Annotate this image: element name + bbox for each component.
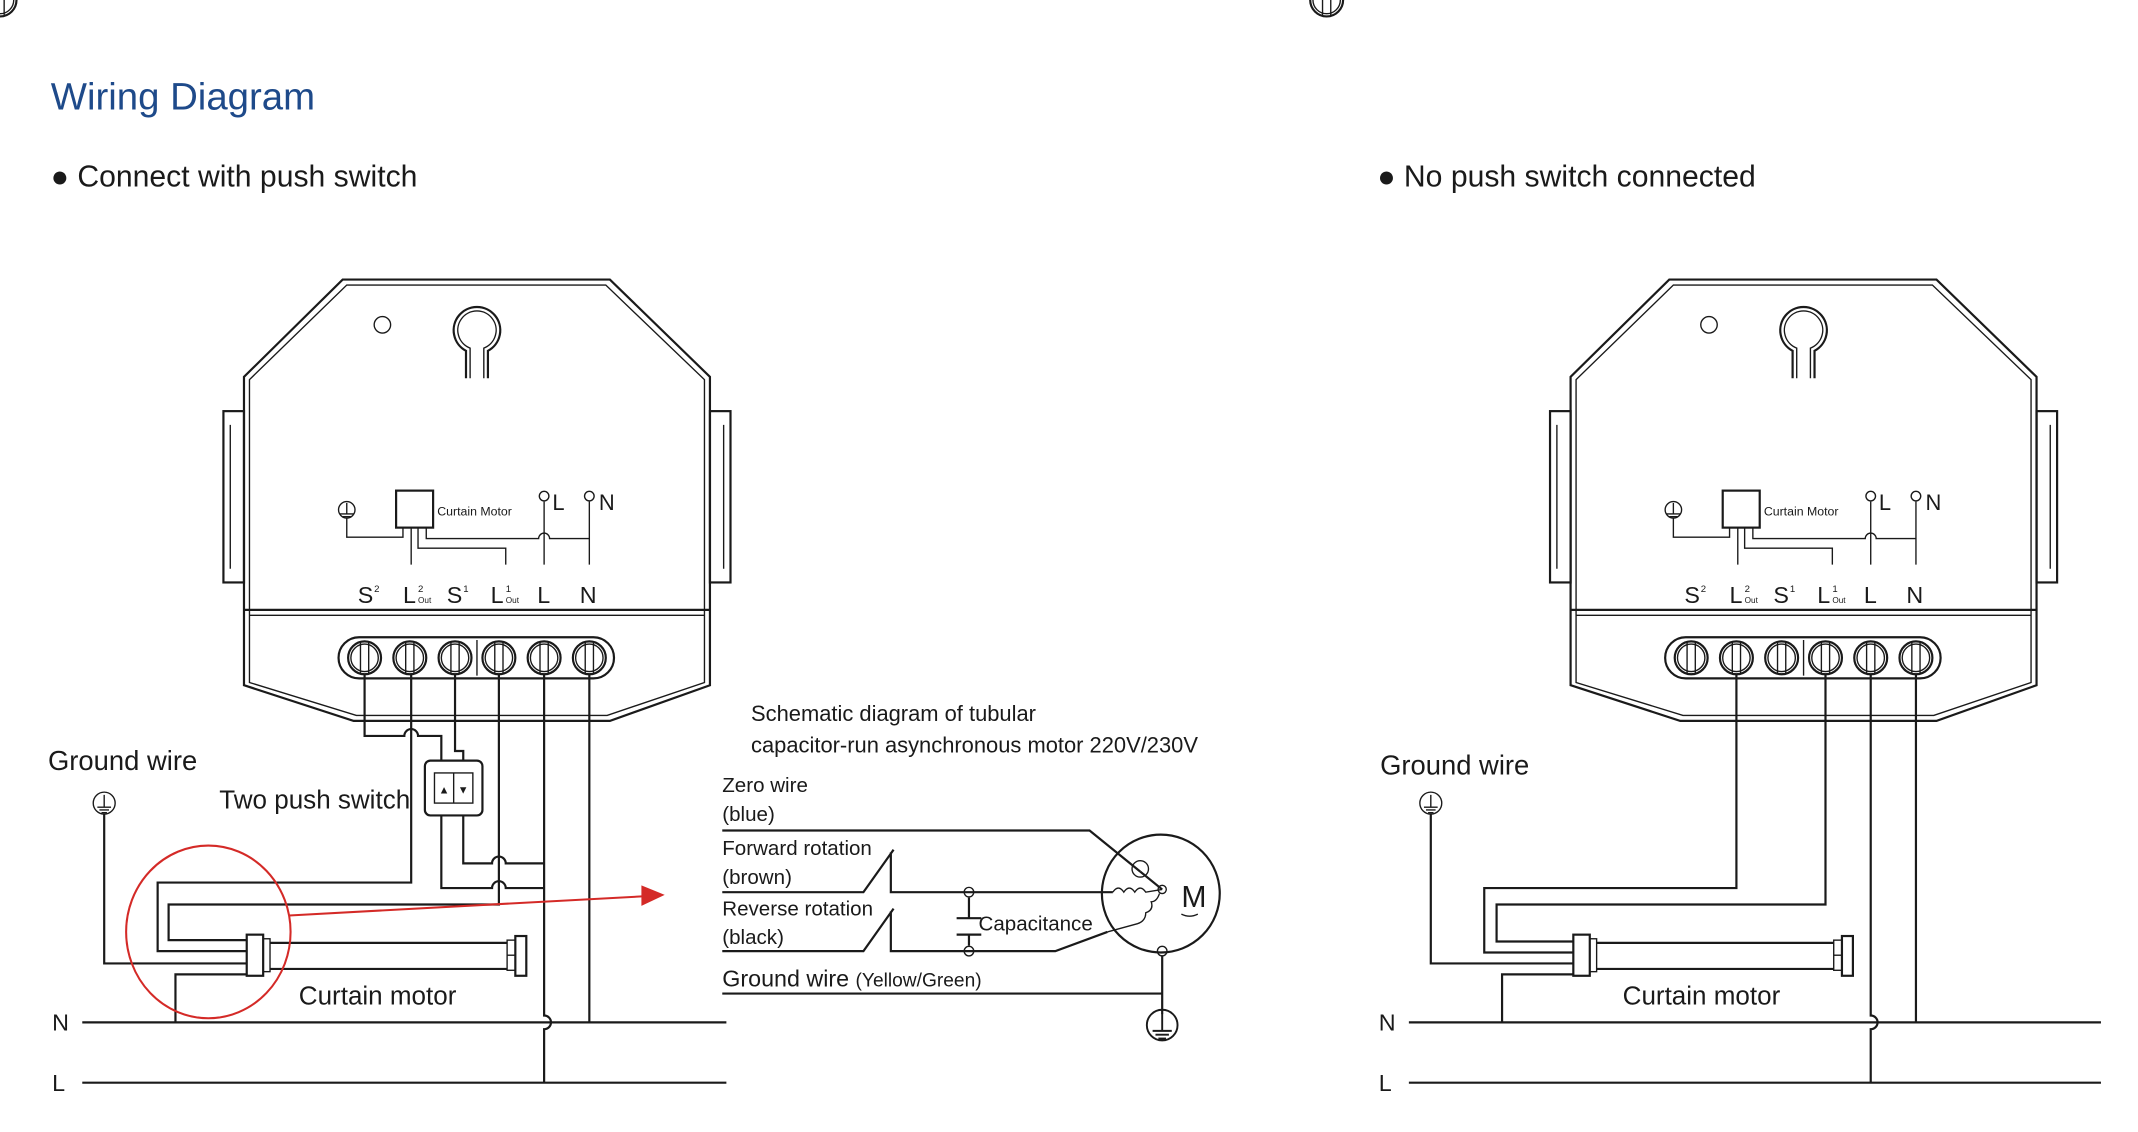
zero-wire-color: (blue) bbox=[722, 803, 775, 826]
screw-terminal-s1 bbox=[437, 640, 473, 676]
schematic-title-2: capacitor-run asynchronous motor 220V/23… bbox=[751, 732, 1198, 757]
terminal-label-sup: 1 bbox=[463, 584, 468, 595]
screw-terminal-l bbox=[1853, 640, 1889, 676]
n-line-label: N bbox=[1379, 1010, 1396, 1036]
curtain-motor-tube bbox=[245, 933, 528, 977]
coil-icon bbox=[1107, 887, 1163, 933]
screw-terminal-l1out bbox=[1807, 640, 1844, 676]
ground-wire-schematic-label: Ground wire (Yellow/Green) bbox=[722, 966, 981, 992]
terminal-label: L bbox=[403, 582, 416, 608]
forward-color: (brown) bbox=[722, 866, 792, 889]
n-line-label: N bbox=[52, 1010, 69, 1036]
module-body bbox=[1309, 0, 2059, 722]
terminal-label: N bbox=[1906, 582, 1923, 608]
terminal-label-sup: 1 bbox=[506, 584, 511, 595]
terminal-label: L bbox=[1730, 582, 1743, 608]
l-line-label: L bbox=[52, 1070, 65, 1096]
terminal-label: L bbox=[537, 582, 550, 608]
ground-icon bbox=[1145, 1008, 1179, 1042]
motor-symbol: M bbox=[1181, 881, 1206, 914]
arrow-head-icon bbox=[641, 885, 665, 906]
page-title: Wiring Diagram bbox=[51, 76, 315, 119]
screw-terminal-l bbox=[526, 640, 562, 676]
device-n-label: N bbox=[1926, 490, 1942, 515]
switch-down-icon: ▼ bbox=[458, 784, 469, 796]
switch-up-icon: ▲ bbox=[439, 784, 450, 796]
terminal-label-sup: 2 bbox=[418, 584, 423, 595]
screw-terminal-s2 bbox=[1673, 640, 1709, 676]
terminal-label-sub: Out bbox=[506, 596, 520, 605]
schematic-title-1: Schematic diagram of tubular bbox=[751, 701, 1036, 726]
terminal-label-sub: Out bbox=[418, 596, 432, 605]
push-switch bbox=[423, 759, 484, 817]
curtain-motor-label: Curtain motor bbox=[299, 981, 457, 1011]
zero-wire-label: Zero wire bbox=[722, 774, 808, 797]
device-motor-label: Curtain Motor bbox=[437, 504, 512, 518]
motor-circle bbox=[1100, 833, 1221, 954]
terminal-label-sup: 2 bbox=[1745, 584, 1750, 595]
terminal-label-sup: 1 bbox=[1790, 584, 1795, 595]
ground-wire-label: Ground wire bbox=[48, 745, 197, 776]
terminal-label: S bbox=[1773, 582, 1789, 608]
terminal-label: L bbox=[1817, 582, 1830, 608]
device-motor-label: Curtain Motor bbox=[1764, 504, 1839, 518]
terminal-label-sup: 2 bbox=[374, 584, 379, 595]
terminal-label: S bbox=[1684, 582, 1700, 608]
terminal-label: N bbox=[580, 582, 597, 608]
curtain-motor-label: Curtain motor bbox=[1623, 981, 1781, 1011]
screw-terminal-s1 bbox=[1764, 640, 1800, 676]
terminal-label-sub: Out bbox=[1832, 596, 1846, 605]
terminal-label: L bbox=[1864, 582, 1877, 608]
device-l-label: L bbox=[1879, 490, 1891, 515]
section-heading-no-switch: ● No push switch connected bbox=[1377, 160, 1755, 193]
screw-terminal-l2out bbox=[392, 640, 428, 676]
terminal-label: S bbox=[358, 582, 374, 608]
section-heading-push-switch: ● Connect with push switch bbox=[51, 160, 418, 193]
highlight-arrow bbox=[289, 895, 645, 917]
curtain-motor-tube bbox=[1572, 933, 1854, 977]
terminal-label: L bbox=[491, 582, 504, 608]
screw-terminal-n bbox=[1898, 640, 1934, 676]
terminal-label-sub: Out bbox=[1745, 596, 1759, 605]
reverse-label: Reverse rotation bbox=[722, 897, 873, 920]
reverse-color: (black) bbox=[722, 926, 784, 949]
two-push-switch-label: Two push switch bbox=[219, 785, 410, 815]
capacitor-icon bbox=[956, 897, 982, 946]
terminal-label-sup: 2 bbox=[1701, 584, 1706, 595]
screw-terminal-n bbox=[571, 640, 607, 676]
device-l-label: L bbox=[552, 490, 564, 515]
terminal-label: S bbox=[447, 582, 463, 608]
screw-terminal-l2out bbox=[1718, 640, 1754, 676]
motor-schematic: Schematic diagram of tubular capacitor-r… bbox=[722, 701, 1221, 1042]
terminal-label-sup: 1 bbox=[1832, 584, 1837, 595]
screw-terminal-l1out bbox=[481, 640, 517, 676]
ground-icon bbox=[92, 791, 116, 815]
capacitance-label: Capacitance bbox=[979, 913, 1093, 936]
ground-text: Ground wire bbox=[722, 966, 849, 992]
highlight-circle bbox=[125, 844, 292, 1020]
ground-wire-label: Ground wire bbox=[1380, 749, 1529, 780]
ground-icon bbox=[1419, 791, 1443, 815]
ground-color: (Yellow/Green) bbox=[856, 971, 982, 992]
device-n-label: N bbox=[599, 490, 615, 515]
left-wiring: ▲ ▼ Ground wire Two push switch Curtain … bbox=[48, 674, 727, 1096]
forward-label: Forward rotation bbox=[722, 837, 872, 860]
l-line-label: L bbox=[1379, 1070, 1392, 1096]
screw-terminal-s2 bbox=[347, 640, 383, 676]
